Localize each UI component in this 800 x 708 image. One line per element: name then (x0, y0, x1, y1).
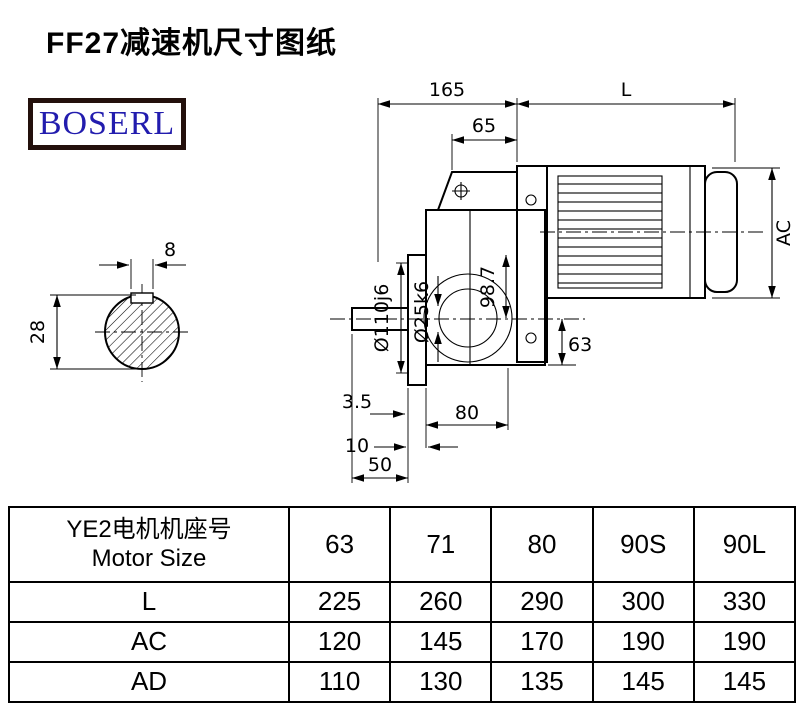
dimension-63: 63 (548, 319, 592, 366)
shaft-cross-section (104, 294, 180, 370)
logo-frame: BOSERL (28, 98, 186, 150)
motor-size-label-en: Motor Size (91, 544, 207, 572)
dimension-10: 10 (345, 435, 458, 457)
table-cell: 190 (692, 621, 794, 661)
dimension-80: 80 (425, 368, 509, 448)
dim-label-d25: Ø25k6 (411, 281, 433, 343)
table-cell: 120 (288, 621, 390, 661)
table-cell: 110 (288, 661, 390, 701)
table-cell-size-90L: 90L (692, 508, 794, 581)
table-row-label-L: L (10, 581, 288, 621)
dimension-98-7: 98.7 (477, 255, 510, 318)
dim-label-80: 80 (455, 402, 479, 424)
dimension-L: L (517, 79, 736, 162)
table-cell-size-63: 63 (288, 508, 389, 581)
dim-label-L: L (621, 79, 632, 101)
dim-label-8: 8 (164, 239, 176, 261)
gear-housing (425, 209, 546, 366)
housing-top-block (437, 171, 518, 211)
shaft-section-view: 8 28 (27, 239, 190, 382)
table-cell: 145 (389, 621, 491, 661)
table-header-motor-size: YE2电机机座号 Motor Size (10, 508, 288, 581)
dimension-keyway-width: 8 (99, 239, 186, 289)
dimension-table: YE2电机机座号 Motor Size 63 71 80 90S 90L L 2… (8, 506, 796, 703)
motor-size-label-cn: YE2电机机座号 (66, 515, 232, 543)
dim-label-165: 165 (429, 79, 465, 101)
table-cell-size-90S: 90S (591, 508, 693, 581)
table-cell: 290 (490, 581, 592, 621)
dim-label-AC: AC (773, 220, 795, 246)
dimension-65: 65 (451, 115, 517, 170)
dim-label-98-7: 98.7 (477, 266, 499, 308)
table-cell: 170 (490, 621, 592, 661)
dimension-3-5: 3.5 (342, 391, 405, 418)
table-cell: 190 (591, 621, 693, 661)
dimension-shaft-height: 28 (27, 294, 136, 370)
dim-label-d110: Ø110j6 (371, 284, 393, 353)
fan-cover (704, 171, 738, 293)
dimension-shaft-diameter: Ø25k6 (411, 276, 442, 362)
gearmotor-side-view (330, 165, 765, 386)
table-cell-size-80: 80 (490, 508, 591, 581)
page-title: FF27减速机尺寸图纸 (46, 27, 338, 60)
table-row-label-AD: AD (10, 661, 288, 701)
dim-label-3-5: 3.5 (342, 391, 372, 413)
adapter-bolt-bottom (525, 332, 537, 344)
table-cell: 145 (591, 661, 693, 701)
dimension-AC: AC (712, 167, 795, 299)
table-cell: 145 (692, 661, 794, 701)
brand-logo: BOSERL (38, 105, 176, 142)
dimension-flange-diameter: Ø110j6 (371, 262, 408, 374)
dim-label-65: 65 (472, 115, 496, 137)
housing-boss-outer (423, 273, 513, 363)
dimension-50: 50 (351, 334, 409, 483)
table-cell: 260 (389, 581, 491, 621)
motor-cooling-fins (557, 175, 663, 289)
dim-label-10: 10 (345, 435, 369, 457)
dim-label-28: 28 (27, 320, 49, 344)
table-cell-size-71: 71 (389, 508, 490, 581)
dim-label-63: 63 (568, 334, 592, 356)
table-cell: 330 (692, 581, 794, 621)
table-row-label-AC: AC (10, 621, 288, 661)
dimension-165: 165 (377, 79, 518, 262)
dim-label-50: 50 (368, 454, 392, 476)
table-cell: 130 (389, 661, 491, 701)
housing-boss-inner (438, 288, 498, 348)
keyway (130, 292, 154, 304)
table-cell: 300 (591, 581, 693, 621)
table-cell: 135 (490, 661, 592, 701)
adapter-bolt-top (525, 194, 537, 206)
table-cell: 225 (288, 581, 390, 621)
